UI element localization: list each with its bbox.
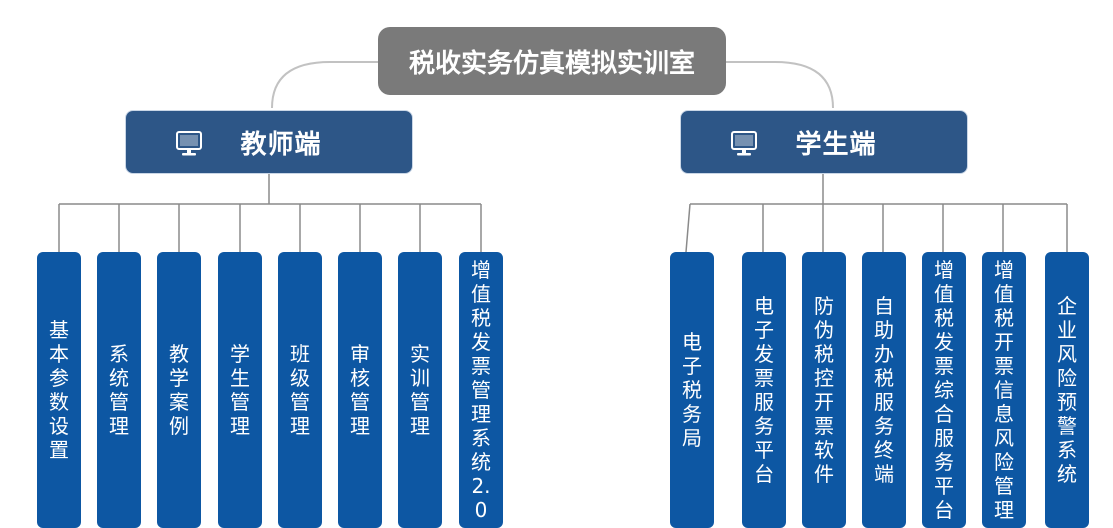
teacher-item-student-management[interactable]: 学生管理 bbox=[218, 252, 262, 528]
leaf-label: 电子税务局 bbox=[682, 330, 702, 450]
teacher-item-training-management[interactable]: 实训管理 bbox=[398, 252, 442, 528]
teacher-item-basic-params[interactable]: 基本参数设置 bbox=[37, 252, 81, 528]
teacher-item-class-management[interactable]: 班级管理 bbox=[278, 252, 322, 528]
teacher-item-vat-invoice-system[interactable]: 增值税发票管理系统2.0 bbox=[459, 252, 503, 528]
teacher-item-teaching-cases[interactable]: 教学案例 bbox=[157, 252, 201, 528]
leaf-label: 防伪税控开票软件 bbox=[814, 294, 834, 486]
leaf-label: 班级管理 bbox=[290, 342, 310, 438]
leaf-label: 教学案例 bbox=[169, 342, 189, 438]
student-item-anti-counterfeit-software[interactable]: 防伪税控开票软件 bbox=[802, 252, 846, 528]
leaf-label: 增值税开票信息风险管理 bbox=[994, 258, 1014, 522]
leaf-label: 系统管理 bbox=[109, 342, 129, 438]
leaf-label: 电子发票服务平台 bbox=[754, 294, 774, 486]
leaf-label: 企业风险预警系统 bbox=[1057, 294, 1077, 486]
leaf-label: 增值税发票综合服务平台 bbox=[934, 258, 954, 522]
student-node[interactable]: 学生端 bbox=[680, 110, 968, 174]
student-item-enterprise-risk-warning[interactable]: 企业风险预警系统 bbox=[1045, 252, 1089, 528]
root-title: 税收实务仿真模拟实训室 bbox=[408, 48, 695, 79]
monitor-icon bbox=[176, 131, 202, 156]
root-node: 税收实务仿真模拟实训室 bbox=[378, 27, 726, 95]
leaf-label: 增值税发票管理系统2.0 bbox=[471, 258, 491, 522]
leaf-label: 自助办税服务终端 bbox=[874, 294, 894, 486]
student-item-e-invoice-platform[interactable]: 电子发票服务平台 bbox=[742, 252, 786, 528]
student-item-self-service-terminal[interactable]: 自助办税服务终端 bbox=[862, 252, 906, 528]
leaf-label: 审核管理 bbox=[350, 342, 370, 438]
teacher-item-system-management[interactable]: 系统管理 bbox=[97, 252, 141, 528]
teacher-item-review-management[interactable]: 审核管理 bbox=[338, 252, 382, 528]
student-item-vat-integrated-platform[interactable]: 增值税发票综合服务平台 bbox=[922, 252, 966, 528]
student-item-e-tax-bureau[interactable]: 电子税务局 bbox=[670, 252, 714, 528]
leaf-label: 基本参数设置 bbox=[49, 318, 69, 462]
leaf-label: 实训管理 bbox=[410, 342, 430, 438]
monitor-icon bbox=[731, 131, 757, 156]
teacher-node[interactable]: 教师端 bbox=[125, 110, 413, 174]
teacher-label: 教师端 bbox=[240, 129, 322, 160]
student-item-vat-risk-management[interactable]: 增值税开票信息风险管理 bbox=[982, 252, 1026, 528]
leaf-label: 学生管理 bbox=[230, 342, 250, 438]
student-label: 学生端 bbox=[795, 129, 877, 160]
